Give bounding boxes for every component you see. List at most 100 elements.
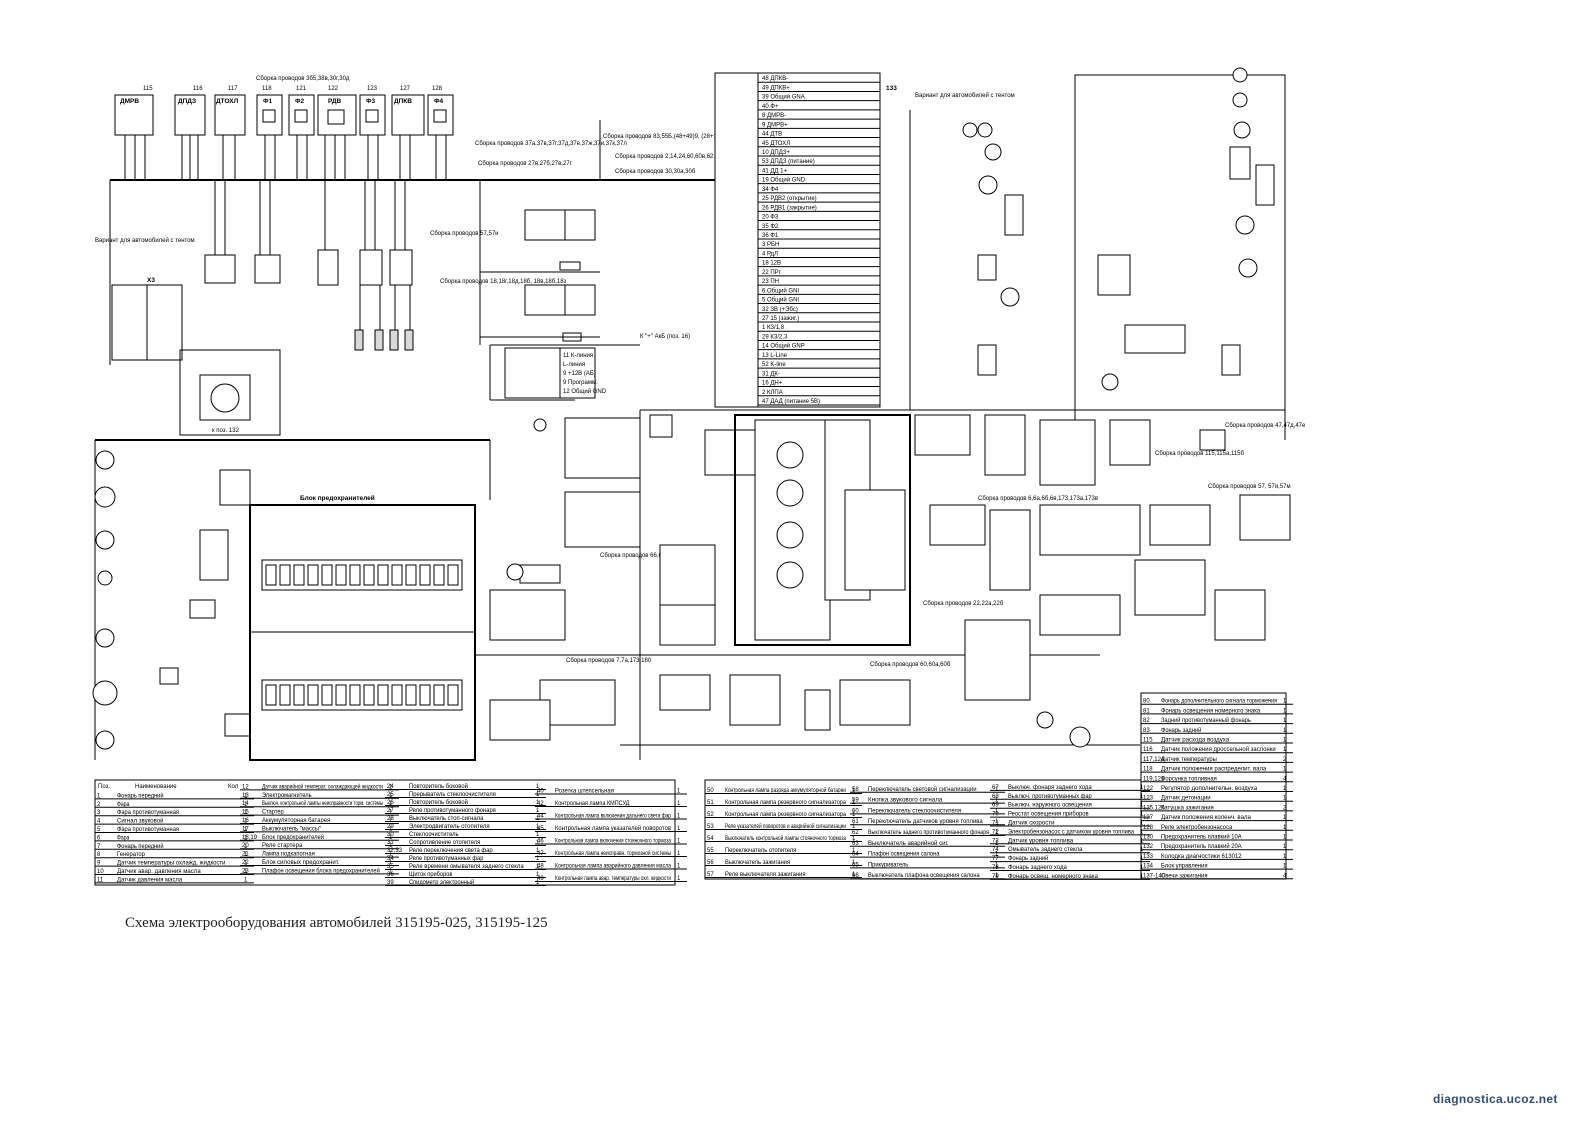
legend-qty: 1 [852,836,856,842]
legend-pos: 69 [992,803,999,809]
legend-name: Прерыватель стеклоочистителя [409,792,496,798]
ecu-pin-label: 31 ДК- [762,371,780,377]
legend-name: Фонарь заднего хода [1008,865,1068,871]
legend-qty: 1 [389,801,393,807]
legend-name: Реле переключения света фар [409,848,493,854]
legend-name: Выключатель "массы" [262,826,321,832]
legend-pos: 36 [387,872,394,878]
legend-qty: 1 [995,798,999,804]
legend-name: Свечи зажигания [1161,873,1208,879]
legend-pos: 7 [97,844,101,850]
fuse [279,564,291,586]
legend-name: Выключатель аварийной сиг. [868,840,949,847]
component-115-number: 115 [143,86,153,92]
legend-name: Стеклоочиститель [409,832,459,838]
legend-name: Контрольная лампа авар. температуры охл.… [555,876,671,882]
ecu-pin-label: 27 15 (зажиг.) [762,316,799,322]
watermark: diagnostica.ucoz.net [1433,1092,1558,1106]
legend-pos: 137-140 [1143,873,1166,879]
legend-pos: 5 [97,827,101,833]
legend-qty: 1 [1283,786,1287,792]
legend-qty: 1 [677,876,681,882]
legend-name: Переключатель стеклоочистителя [868,808,961,814]
legend-name: Генератор [117,852,146,858]
fuse [391,684,403,706]
component-117-number: 117 [228,86,238,92]
legend-pos: 65 [852,862,859,868]
legend-header-qty: Кол [228,784,239,790]
legend-name: Выключатель зажигания [725,860,790,866]
legend-pos: 39 [387,880,394,886]
legend-qty: 1 [677,789,681,795]
legend-qty: 1 [677,814,681,820]
legend-name: Фонарь передний [117,792,164,799]
legend-qty: 1 [244,827,248,833]
legend-name: Омыватель заднего стекла [1008,847,1083,853]
legend-name: Датчик температуры [1161,757,1217,763]
legend-qty: 1 [995,819,999,825]
legend-pos: 17 [242,826,249,832]
legend-qty: 1 [1283,835,1287,841]
legend-qty: 1 [389,784,393,790]
component-116-label: ДПДЗ [178,98,196,105]
legend-pos: 128 [1143,825,1154,831]
component-121-number: 121 [296,86,307,92]
legend-name: Реостат освещения приборов [1008,812,1089,818]
legend-name: Датчик расхода воздуха [1161,738,1230,744]
legend-name: Датчик температуры охлажд. жидкости [117,861,226,867]
ecu-pin-label: 45 ДТОХЛ [762,141,790,147]
switches [914,414,1291,748]
legend-qty: 1 [1283,767,1287,773]
fuse [363,684,375,706]
legend-name: Реле противотуманного фонаря [409,808,496,814]
legend-name: Выключатель заднего противотуманного фон… [868,830,989,836]
fuse [307,684,319,706]
legend-pos: 20 [242,843,249,849]
fuse [419,564,431,586]
legend-pos: 51 [707,800,714,806]
legend-name: Датчик положения дроссельной заслонки [1161,746,1276,753]
main-harness [109,120,715,401]
legend-pos: 119,121 [1143,776,1165,782]
legend-pos: 61 [852,819,859,825]
legend-qty: 4 [1283,776,1287,782]
legend-pos: 45 [537,826,544,832]
legend-qty: 1 [852,872,856,878]
fuse [321,564,333,586]
legend-pos: 3 [97,810,101,816]
legend-pos: 64 [852,852,859,858]
legend-name: Выключ. контрольной лампы неисправности … [262,800,383,807]
legend-name: Контрольная лампа неисправн. тормозной с… [555,850,671,857]
fuse [391,564,403,586]
legend-name: Катушка зажигания [1161,805,1214,811]
legend-pos: 18,19 [242,835,258,841]
legend-pos: 47 [537,851,544,857]
legend-pos: 73 [992,838,999,844]
legend-name: Блок предохранителей [262,834,324,841]
component-128-f4: 128 Ф4 [427,86,454,180]
fuse [335,564,347,586]
legend-qty: 1 [244,844,248,850]
k-line-pin-label: 11 К-линия [563,353,593,359]
ecu-pin-label: 10 ДПДЗ+ [762,150,790,156]
legend-pos: 115 [1143,738,1153,744]
ref-pos-16: К "+" АкБ (поз. 16) [640,334,690,340]
legend-pos: 74 [992,847,999,853]
legend-qty: 1 [995,830,999,836]
bundle-labels: Сборка проводов 3б5,38в,30г,30д Сборка п… [256,76,1306,668]
relay-group-129-131 [480,209,600,342]
legend-qty: 1 [244,869,248,875]
legend-name: Реле электробензонасоса [1161,825,1233,831]
legend-pos: 49 [537,876,544,882]
legend-pos: 16 [242,818,249,824]
ecu-pin-label: 40 Ф+ [762,104,779,110]
legend-pos: 48 [537,864,544,870]
legend-name: Сопротивление отопителя [409,840,480,846]
legend-qty: 1 [244,819,248,825]
legend-name: Реле указателей поворотов и аварийной си… [725,823,846,830]
diagram-caption: Схема электрооборудования автомобилей 31… [125,915,548,931]
